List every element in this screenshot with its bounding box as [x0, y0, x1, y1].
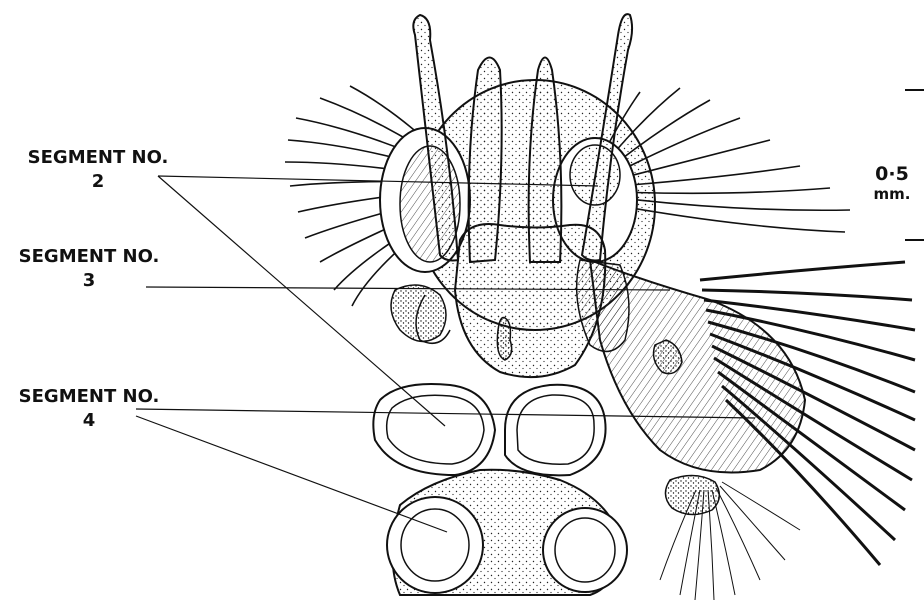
inner-left-spine	[469, 58, 502, 263]
segment-4-label-line2: 4	[4, 409, 174, 433]
scale-bar-unit: mm.	[866, 185, 918, 203]
segment-4-rings	[373, 384, 605, 475]
segment-4-label-line1: SEGMENT NO.	[4, 385, 174, 409]
segment-3-label: SEGMENT NO. 3	[4, 245, 174, 293]
scale-bar-value: 0·5	[866, 163, 918, 185]
segment-4-label: SEGMENT NO. 4	[4, 385, 174, 433]
scale-bar-label: 0·5 mm.	[866, 163, 918, 203]
segment-2-label-line2: 2	[8, 170, 188, 194]
central-mouthpart	[497, 318, 511, 361]
lower-right-appendage	[665, 475, 719, 514]
segment-2-label-line1: SEGMENT NO.	[8, 146, 188, 170]
left-appendage-blob	[391, 285, 446, 341]
segment-3-label-line2: 3	[4, 269, 174, 293]
segment-2-label: SEGMENT NO. 2	[8, 146, 188, 194]
right-segment-4-inner	[517, 395, 594, 464]
segment-3-label-line1: SEGMENT NO.	[4, 245, 174, 269]
